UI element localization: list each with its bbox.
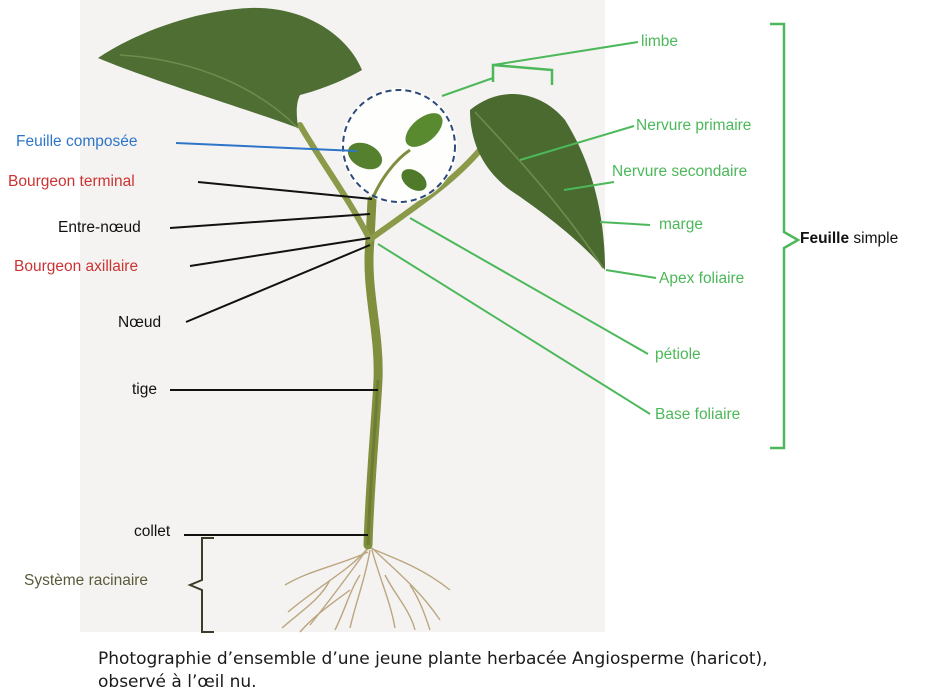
label-entre-noeud: Entre-nœud	[58, 219, 141, 236]
label-apex-foliaire: Apex foliaire	[659, 270, 745, 287]
line-limbe-2	[441, 77, 494, 97]
line-noeud	[185, 244, 371, 323]
line-petiole	[409, 217, 649, 355]
label-feuille-simple: Feuille simple	[800, 230, 898, 248]
line-bourgeon-terminal	[197, 181, 373, 200]
line-nervure-primaire	[519, 125, 635, 161]
figure-caption: Photographie d’ensemble d’une jeune plan…	[98, 648, 898, 694]
label-feuille-bold: Feuille	[800, 230, 850, 247]
line-bourgeon-axillaire	[189, 237, 371, 267]
root-system-illustration	[281, 547, 451, 633]
line-feuille-composee	[175, 142, 358, 152]
label-limbe: limbe	[641, 33, 679, 50]
caption-line-1: Photographie d’ensemble d’une jeune plan…	[98, 649, 768, 669]
label-systeme-racinaire: Système racinaire	[24, 572, 149, 589]
left-petiole-illustration	[297, 122, 373, 243]
label-marge: marge	[659, 216, 703, 233]
label-bourgeon-axillaire: Bourgeon axillaire	[14, 258, 139, 275]
label-bourgeon-terminal: Bourgeon terminal	[8, 173, 135, 190]
feuille-brace	[770, 22, 801, 450]
left-leaf-illustration	[98, 7, 362, 129]
line-base-foliaire	[377, 243, 651, 415]
line-limbe	[492, 41, 639, 66]
limbe-bracket	[491, 63, 554, 85]
label-petiole: pétiole	[655, 346, 701, 363]
right-petiole-illustration	[369, 147, 483, 241]
label-collet: collet	[134, 523, 171, 540]
label-base-foliaire: Base foliaire	[655, 406, 741, 423]
line-entre-noeud	[169, 213, 371, 229]
label-nervure-secondaire: Nervure secondaire	[612, 163, 748, 180]
label-tige: tige	[132, 381, 157, 398]
caption-line-2: observé à l’œil nu.	[98, 672, 257, 692]
line-apex-foliaire	[605, 269, 657, 279]
label-noeud: Nœud	[118, 314, 162, 331]
label-nervure-primaire: Nervure primaire	[636, 117, 752, 134]
line-nervure-secondaire	[563, 181, 615, 191]
compound-leaf-circle	[342, 89, 456, 203]
root-brace	[187, 537, 214, 633]
label-feuille-composee: Feuille composée	[16, 133, 138, 150]
line-marge	[599, 221, 651, 226]
label-simple: simple	[849, 230, 899, 247]
